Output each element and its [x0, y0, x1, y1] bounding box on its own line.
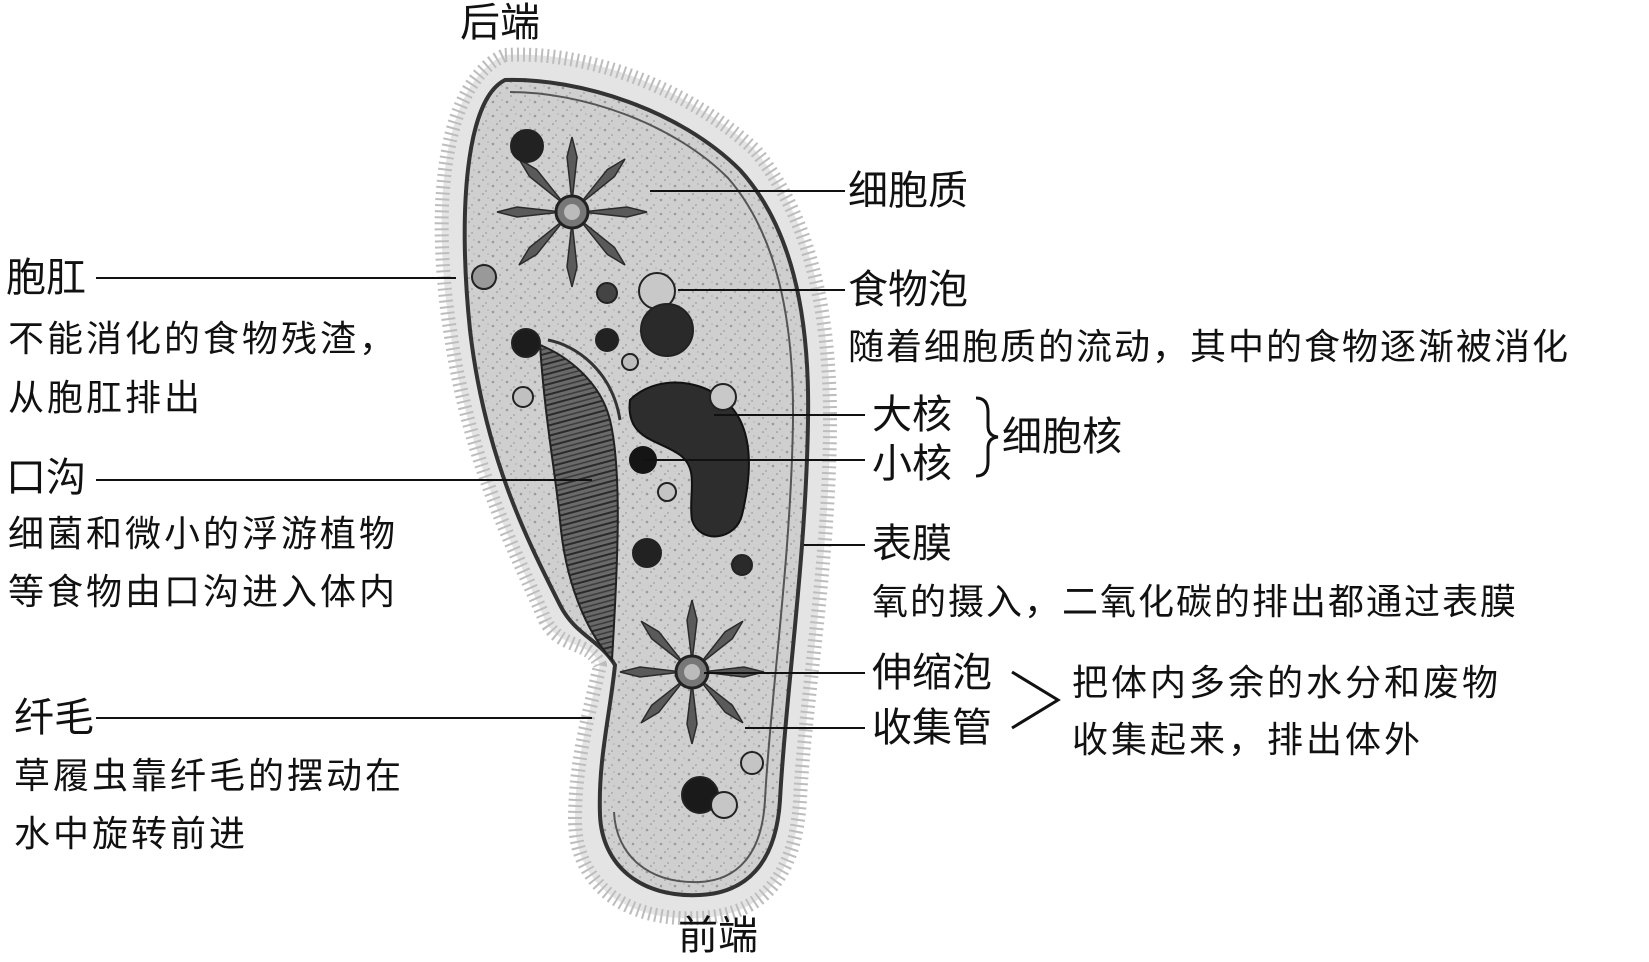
rear-end-label: 后端	[460, 0, 540, 46]
anal-pore-desc-line2: 从胞肛排出	[8, 378, 204, 419]
anal-pore-label: 胞肛	[6, 255, 86, 301]
anal-pore-desc-line1: 不能消化的食物残渣，	[8, 319, 399, 360]
excretion-desc-line1: 把体内多余的水分和废物	[1072, 663, 1502, 704]
front-end-label: 前端	[678, 913, 758, 959]
rear-contractile-vacuole	[496, 136, 648, 288]
food-vacuole-label: 食物泡	[848, 267, 968, 313]
cilia-label: 纤毛	[14, 695, 94, 741]
nucleus-brace	[975, 396, 999, 478]
pellicle-desc: 氧的摄入，二氧化碳的排出都通过表膜	[872, 582, 1519, 623]
food-vacuoles	[471, 129, 764, 819]
oral-groove	[538, 343, 619, 663]
pellicle-label: 表膜	[872, 521, 952, 567]
cilia-desc-line2: 水中旋转前进	[14, 814, 249, 855]
contractile-vacuole-label: 伸缩泡	[872, 650, 992, 696]
front-contractile-vacuole	[619, 599, 765, 745]
micronucleus	[629, 446, 657, 474]
cytoplasm-label: 细胞质	[848, 168, 968, 214]
cell-body	[462, 77, 811, 898]
oral-groove-label: 口沟	[6, 455, 86, 501]
collecting-canal-label: 收集管	[872, 705, 992, 751]
micronucleus-label: 小核	[872, 441, 952, 487]
oral-groove-desc-line1: 细菌和微小的浮游植物	[8, 514, 399, 555]
leader-lines	[96, 190, 865, 729]
excretion-desc-line2: 收集起来，排出体外	[1072, 720, 1424, 761]
oral-groove-desc-line2: 等食物由口沟进入体内	[8, 572, 399, 613]
cilia-desc-line1: 草履虫靠纤毛的摆动在	[14, 756, 405, 797]
food-vacuole-desc: 随着细胞质的流动，其中的食物逐渐被消化	[848, 327, 1571, 368]
excretion-bracket	[1011, 670, 1061, 730]
nucleus-group-label: 细胞核	[1002, 414, 1122, 460]
macronucleus-label: 大核	[872, 392, 952, 438]
